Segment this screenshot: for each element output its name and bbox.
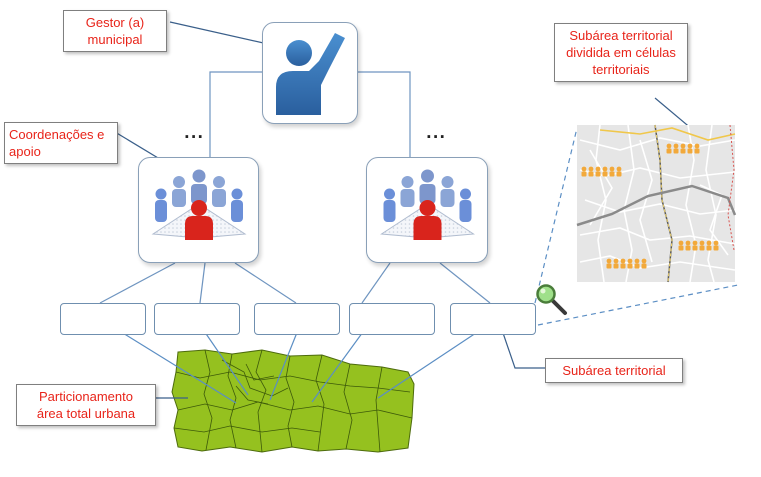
label-coordenacoes: Coordenações e apoio xyxy=(4,122,118,164)
subarea-box-3 xyxy=(254,303,340,335)
people-group-icon xyxy=(581,143,719,269)
meeting-group-icon xyxy=(151,169,247,240)
ellipsis-right: ... xyxy=(426,124,447,142)
meeting-group-icon xyxy=(380,169,475,240)
connector-card2-sub5 xyxy=(439,262,491,304)
arrow-map-sub4 xyxy=(311,324,369,403)
connector-card1-sub1 xyxy=(99,262,176,304)
connector-card2-sub4 xyxy=(361,262,391,304)
connector-card1-sub3 xyxy=(234,262,297,304)
label-subarea-territorial-text: Subárea territorial xyxy=(562,363,666,378)
label-subarea-dividida: Subárea territorial dividida em células … xyxy=(554,23,688,82)
label-gestor-line1: Gestor (a) xyxy=(85,15,145,30)
connector-gestor-left xyxy=(209,71,262,158)
person-raising-hand-icon xyxy=(276,33,345,115)
label-subarea-dividida-line3: territoriais xyxy=(592,62,650,77)
zoom-line-lower xyxy=(537,284,739,326)
label-particionamento-line2: área total urbana xyxy=(36,406,136,421)
coordination-card-left xyxy=(138,157,259,263)
label-gestor-line2: municipal xyxy=(87,32,143,47)
street-map-inset xyxy=(576,124,737,283)
zoom-line-upper xyxy=(534,127,578,304)
callout-gestor xyxy=(169,21,269,45)
subarea-box-1 xyxy=(60,303,146,335)
label-coordenacoes-line1: Coordenações e xyxy=(9,127,105,142)
subarea-box-4 xyxy=(349,303,435,335)
urban-partition-map xyxy=(171,349,415,453)
subarea-box-2 xyxy=(154,303,240,335)
connector-card1-sub2 xyxy=(199,262,206,304)
label-particionamento-line1: Particionamento xyxy=(39,389,133,404)
magnifier-icon xyxy=(536,284,567,315)
coordination-card-right xyxy=(366,157,488,263)
label-subarea-dividida-line1: Subárea territorial xyxy=(569,28,673,43)
label-subarea-dividida-line2: dividida em células xyxy=(566,45,676,60)
arrow-map-sub3 xyxy=(269,324,302,401)
label-gestor-municipal: Gestor (a) municipal xyxy=(63,10,167,52)
label-particionamento: Particionamento área total urbana xyxy=(16,384,156,426)
gestor-card xyxy=(262,22,358,124)
label-subarea-territorial: Subárea territorial xyxy=(545,358,683,383)
arrow-map-sub5 xyxy=(377,324,489,399)
arrow-map-sub1 xyxy=(109,324,237,404)
connector-gestor-right xyxy=(358,71,411,158)
subarea-box-5 xyxy=(450,303,536,335)
ellipsis-left: ... xyxy=(184,124,205,142)
arrow-map-sub2 xyxy=(199,324,249,396)
callout-subarea xyxy=(501,329,545,369)
label-coordenacoes-line2: apoio xyxy=(9,144,41,159)
